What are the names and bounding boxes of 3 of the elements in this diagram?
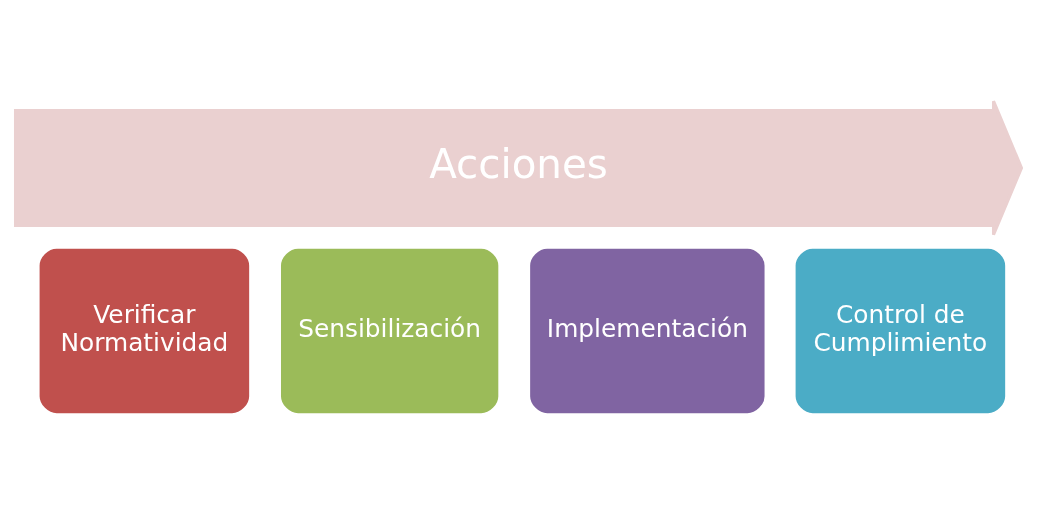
node-box: Verificar Normatividad — [36, 245, 253, 417]
node-box: Control de Cumplimiento — [792, 245, 1009, 417]
node-box: Implementación — [527, 245, 768, 417]
